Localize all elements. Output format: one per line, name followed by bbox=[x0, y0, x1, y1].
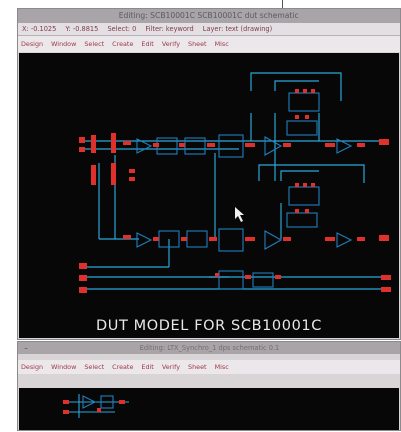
menu-bar-secondary: Design Window Select Create Edit Verify … bbox=[18, 360, 400, 374]
menu-sheet[interactable]: Sheet bbox=[188, 40, 207, 48]
menu-create[interactable]: Create bbox=[112, 363, 134, 371]
status-y: Y: -0.8815 bbox=[65, 25, 99, 33]
canvas-title: DUT MODEL FOR SCB10001C bbox=[96, 318, 322, 334]
menu-design[interactable]: Design bbox=[21, 40, 44, 48]
schematic-canvas-secondary[interactable] bbox=[19, 388, 399, 430]
window-title-bar-secondary[interactable]: – Editing: LTX_Synchro_1 dps schematic 0… bbox=[18, 342, 400, 354]
window-title: Editing: SCB10001C SCB10001C dut schemat… bbox=[119, 11, 299, 20]
status-filter: Filter: keyword bbox=[145, 25, 194, 33]
menu-select[interactable]: Select bbox=[84, 40, 105, 48]
menu-design[interactable]: Design bbox=[21, 363, 44, 371]
menu-bar: Design Window Select Create Edit Verify … bbox=[18, 36, 400, 52]
schematic-canvas[interactable]: DUT MODEL FOR SCB10001C bbox=[19, 53, 399, 338]
status-layer: Layer: text (drawing) bbox=[202, 25, 273, 33]
menu-verify[interactable]: Verify bbox=[161, 363, 180, 371]
menu-create[interactable]: Create bbox=[112, 40, 134, 48]
wire-net bbox=[81, 72, 389, 290]
minimize-icon[interactable]: – bbox=[24, 344, 28, 352]
pin-markers bbox=[79, 89, 391, 293]
menu-window[interactable]: Window bbox=[51, 40, 77, 48]
page-margin bbox=[0, 0, 17, 431]
schematic-drawing bbox=[79, 72, 391, 293]
status-x: X: -0.1025 bbox=[22, 25, 57, 33]
menu-misc[interactable]: Misc bbox=[214, 363, 229, 371]
menu-edit[interactable]: Edit bbox=[141, 40, 154, 48]
page-rule bbox=[282, 0, 283, 9]
schematic-window-secondary[interactable]: – Editing: LTX_Synchro_1 dps schematic 0… bbox=[17, 341, 401, 431]
schematic-window-main[interactable]: Editing: SCB10001C SCB10001C dut schemat… bbox=[17, 8, 401, 340]
status-select: Select: 0 bbox=[107, 25, 137, 33]
menu-verify[interactable]: Verify bbox=[161, 40, 180, 48]
mouse-cursor-icon bbox=[235, 207, 244, 222]
status-bar: X: -0.1025 Y: -0.8815 Select: 0 Filter: … bbox=[18, 23, 400, 36]
menu-select[interactable]: Select bbox=[84, 363, 105, 371]
menu-misc[interactable]: Misc bbox=[214, 40, 229, 48]
schematic-drawing-secondary bbox=[63, 394, 129, 418]
window-title-secondary: Editing: LTX_Synchro_1 dps schematic 0.1 bbox=[139, 344, 279, 352]
menu-sheet[interactable]: Sheet bbox=[188, 363, 207, 371]
window-title-bar[interactable]: Editing: SCB10001C SCB10001C dut schemat… bbox=[18, 9, 400, 23]
menu-window[interactable]: Window bbox=[51, 363, 77, 371]
instance-row-2 bbox=[136, 186, 353, 290]
menu-edit[interactable]: Edit bbox=[141, 363, 154, 371]
